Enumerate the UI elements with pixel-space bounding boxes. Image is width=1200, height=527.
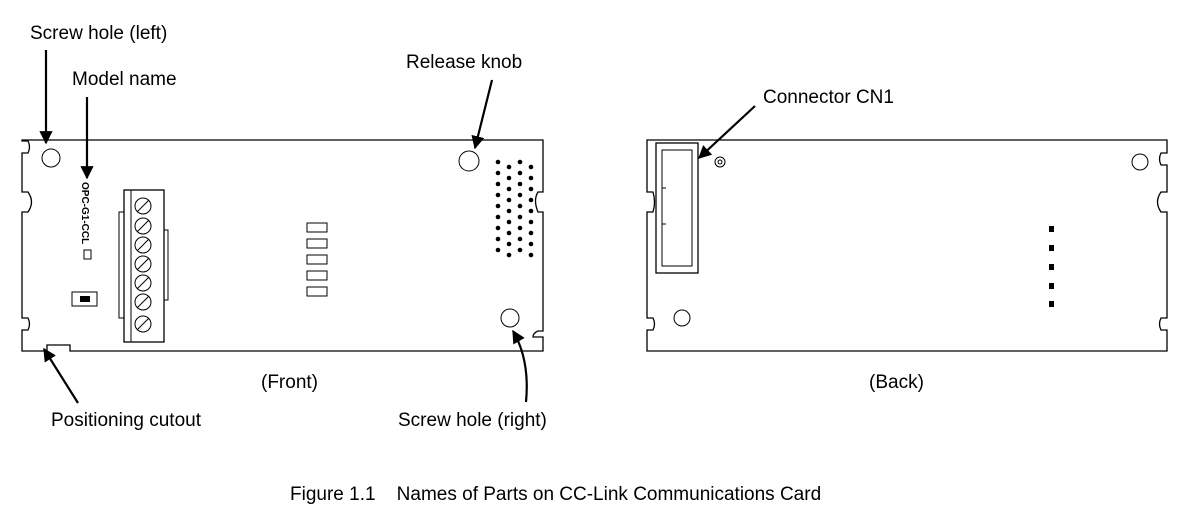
back-screw-hole-right-icon (1131, 153, 1149, 171)
label-positioning-cutout: Positioning cutout (51, 410, 202, 431)
switch-icon (71, 291, 98, 307)
pin-dot (495, 192, 501, 198)
pin-dot (506, 197, 512, 203)
back-screw-hole-left-icon (673, 309, 691, 327)
arrow-positioning-cutout (43, 347, 79, 404)
pin-dot (528, 208, 534, 214)
pin-dot (517, 170, 523, 176)
label-screw-hole-right: Screw hole (right) (398, 410, 547, 431)
pin-dot (506, 219, 512, 225)
pin-dot (517, 236, 523, 242)
label-release-knob: Release knob (406, 52, 522, 73)
pin-dot (528, 241, 534, 247)
label-connector-cn1: Connector CN1 (763, 87, 894, 108)
screw-hole-right-icon (500, 308, 520, 328)
pin-dot (528, 230, 534, 236)
pin-dot (528, 175, 534, 181)
pin-dot (506, 230, 512, 236)
figure-caption: Figure 1.1 Names of Parts on CC-Link Com… (290, 484, 821, 505)
model-name-text: OPC-G1-CCL (79, 182, 90, 244)
back-pads (1049, 226, 1054, 307)
pin-dot (506, 252, 512, 258)
pin-dot (495, 214, 501, 220)
pin-dot (517, 214, 523, 220)
view-label-back: (Back) (869, 372, 924, 393)
back-card (646, 139, 1168, 352)
pin-dot (517, 181, 523, 187)
back-small-hole-inner (717, 159, 723, 165)
screw-hole-left-icon (41, 148, 61, 168)
terminal-block (118, 189, 169, 343)
release-knob-icon (458, 150, 480, 172)
pin-dot (506, 186, 512, 192)
pin-dot (495, 181, 501, 187)
pin-dot (506, 241, 512, 247)
pin-dot (528, 164, 534, 170)
pin-dot (495, 159, 501, 165)
pin-dot (528, 197, 534, 203)
pin-dot (528, 186, 534, 192)
back-board-outline (646, 139, 1168, 352)
pin-dot (506, 175, 512, 181)
front-card: OPC-G1-CCL (21, 139, 544, 352)
terminal-screws (134, 197, 152, 333)
pin-dot (528, 252, 534, 258)
pin-dot (495, 170, 501, 176)
pin-dot (517, 192, 523, 198)
pin-dot (517, 203, 523, 209)
connector-cn1-icon (655, 142, 699, 274)
led-indicators (306, 222, 328, 297)
pin-dot (495, 225, 501, 231)
arrow-connector-cn1 (698, 105, 756, 159)
pin-dot (517, 247, 523, 253)
front-board-outline (21, 139, 544, 352)
pin-dot (528, 219, 534, 225)
view-label-front: (Front) (261, 372, 318, 393)
model-suffix-box (83, 249, 92, 260)
arrow-release-knob (471, 79, 494, 150)
pin-dot (517, 225, 523, 231)
label-screw-hole-left: Screw hole (left) (30, 23, 167, 44)
pin-dot (506, 164, 512, 170)
pin-dot (495, 247, 501, 253)
pin-dot (517, 159, 523, 165)
label-model-name: Model name (72, 69, 177, 90)
arrow-screw-hole-right (512, 329, 528, 403)
pin-dot (506, 208, 512, 214)
back-small-hole-icon (714, 156, 726, 168)
pin-dot (495, 236, 501, 242)
pin-dot (495, 203, 501, 209)
pin-matrix (495, 159, 534, 258)
